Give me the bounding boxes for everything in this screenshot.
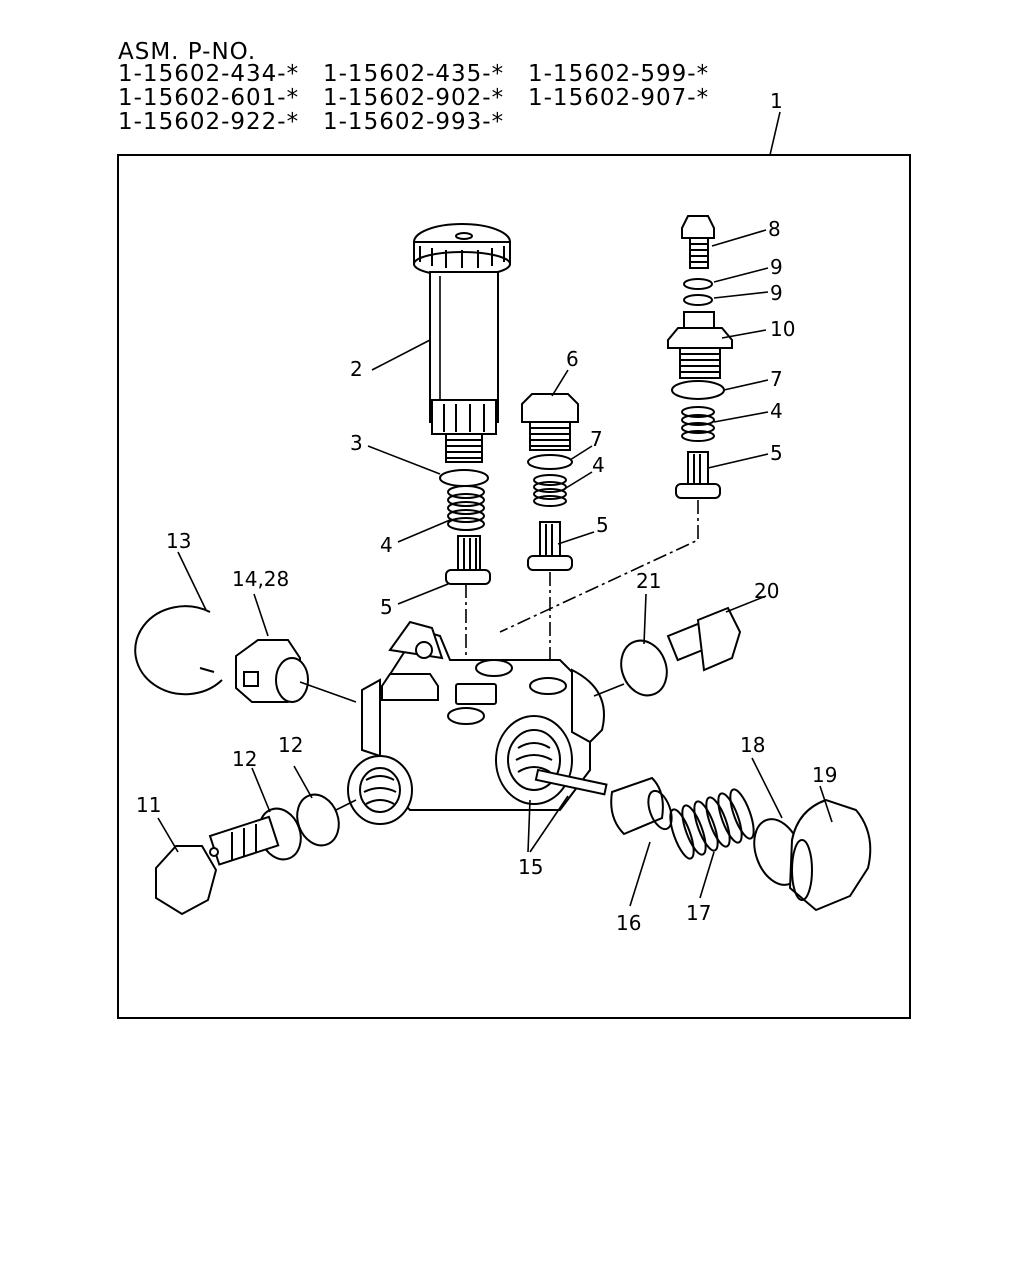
part-7-ring-right: [671, 380, 725, 400]
callout-17: 17: [686, 901, 711, 925]
part-number: 1-15602-434-*: [118, 61, 300, 87]
part-2-priming-pump: [413, 223, 511, 463]
callout-4: 4: [380, 533, 393, 557]
callout-12: 12: [232, 747, 257, 771]
part-17-spring: [669, 788, 755, 860]
callout-9: 9: [770, 255, 783, 279]
part-8-bolt: [681, 215, 715, 269]
part-number: 1-15602-993-*: [323, 109, 505, 135]
part-number: 1-15602-907-*: [528, 85, 710, 111]
callout-5: 5: [770, 441, 783, 465]
callout-4: 4: [592, 453, 605, 477]
diagram-frame: [117, 154, 911, 1019]
part-12-washer-b: [296, 793, 340, 847]
part-number: 1-15602-902-*: [323, 85, 505, 111]
part-13-snap-ring: [134, 605, 223, 696]
callout-3: 3: [350, 431, 363, 455]
callout-10: 10: [770, 317, 795, 341]
part-9-washer-a: [683, 278, 713, 290]
part-number: 1-15602-599-*: [528, 61, 710, 87]
callout-9: 9: [770, 281, 783, 305]
callout-7: 7: [770, 367, 783, 391]
callout-1: 1: [770, 89, 783, 113]
part-16-piston: [610, 776, 673, 836]
part-6-plug: [521, 393, 579, 451]
pump-body: [347, 620, 608, 825]
callout-21: 21: [636, 569, 661, 593]
callout-11: 11: [136, 793, 161, 817]
callout-7: 7: [590, 427, 603, 451]
part-7-ring-mid: [527, 454, 573, 470]
callout-13: 13: [166, 529, 191, 553]
callout-5: 5: [596, 513, 609, 537]
part-5-valve-right: [675, 451, 721, 499]
part-number: 1-15602-601-*: [118, 85, 300, 111]
callout-12: 12: [278, 733, 303, 757]
part-4-spring-left: [447, 485, 485, 531]
part-5-valve-mid: [527, 521, 573, 571]
part-21-washer: [620, 639, 668, 697]
callout-14-28: 14,28: [232, 567, 289, 591]
callout-15: 15: [518, 855, 543, 879]
part-11-eye-bolt: [155, 815, 280, 916]
part-20-bolt: [666, 606, 742, 672]
callout-19: 19: [812, 763, 837, 787]
part-14-28-strainer: [235, 639, 309, 703]
callout-6: 6: [566, 347, 579, 371]
part-3-ring: [439, 469, 489, 487]
part-4-spring-right: [681, 406, 715, 442]
callout-20: 20: [754, 579, 779, 603]
callout-16: 16: [616, 911, 641, 935]
part-19-plug: [788, 798, 872, 912]
part-number: 1-15602-922-*: [118, 109, 300, 135]
assembly-title: ASM. P-NO.: [118, 39, 257, 65]
callout-5: 5: [380, 595, 393, 619]
callout-18: 18: [740, 733, 765, 757]
part-number: 1-15602-435-*: [323, 61, 505, 87]
part-4-spring-mid: [533, 474, 567, 507]
part-5-valve-left: [445, 535, 491, 585]
leader-line: [769, 111, 781, 156]
callout-2: 2: [350, 357, 363, 381]
callout-4: 4: [770, 399, 783, 423]
part-10-holder: [667, 311, 733, 379]
part-9-washer-b: [683, 294, 713, 306]
callout-8: 8: [768, 217, 781, 241]
centerline: [499, 500, 699, 633]
